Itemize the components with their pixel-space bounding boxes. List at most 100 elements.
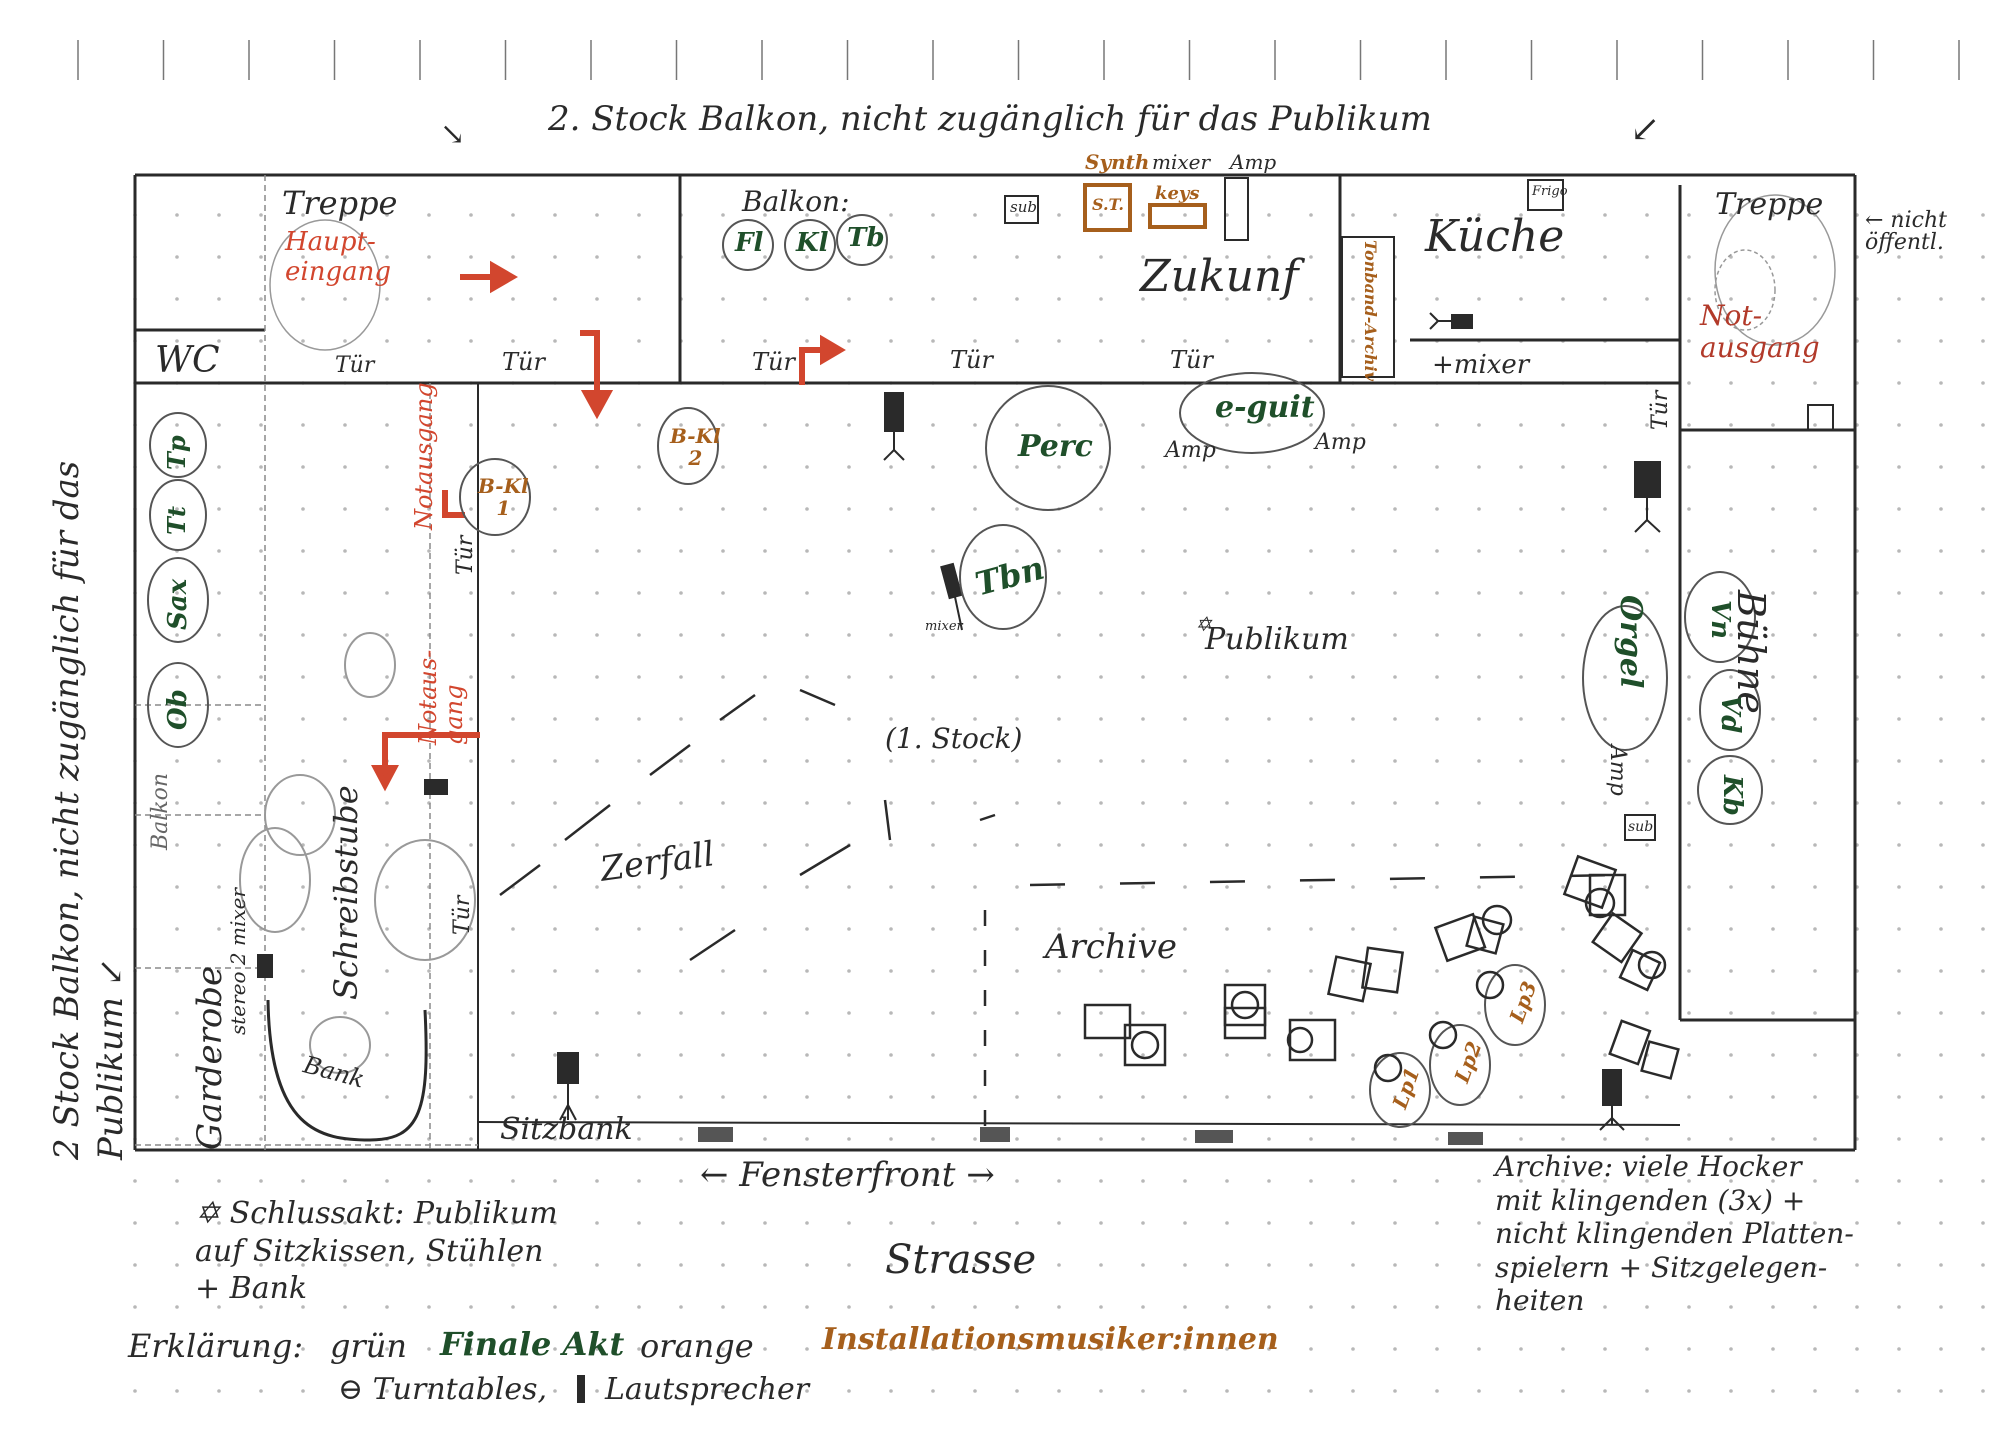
act-orgel: Orgel	[1613, 595, 1648, 689]
note-schlussakt: ✡ Schlussakt: Publikum auf Sitzkissen, S…	[195, 1196, 558, 1306]
label-notausgang-left-top: Notausgang	[410, 382, 438, 530]
archive-turntables	[1083, 854, 1680, 1083]
mixer-keys-box	[1148, 203, 1207, 229]
exit-arrow-balkon	[799, 347, 825, 385]
amp-right-label: Amp	[1315, 430, 1366, 455]
room-balkon-left: Balkon	[148, 772, 173, 850]
act-tb: Tb	[847, 223, 885, 253]
legend-orange-value: Installationsmusiker:innen	[822, 1322, 1279, 1357]
room-schreibstube: Schreibstube	[327, 785, 365, 1000]
frigo-label: Frigo	[1532, 184, 1568, 199]
act-eguit: e-guit	[1215, 390, 1315, 425]
label-first-floor: (1. Stock)	[885, 722, 1023, 755]
speaker-icon	[257, 954, 273, 978]
room-zukunft: Zukunf	[1140, 251, 1299, 302]
sub-box	[1004, 195, 1039, 224]
legend-speaker: Lautsprecher	[605, 1372, 810, 1407]
speaker-icon	[1599, 1069, 1625, 1131]
arrow-down-left-icon: ↙	[1630, 109, 1661, 150]
room-treppe-left: Treppe	[282, 184, 398, 222]
exit-arrow-left-top	[442, 490, 465, 518]
act-kl: Kl	[796, 228, 829, 258]
sitzbank-line	[477, 1121, 1681, 1126]
speaker-icon	[940, 562, 963, 631]
door-label[interactable]: Tür	[502, 348, 545, 376]
door-label[interactable]: Tür	[950, 346, 993, 374]
equipment-boxes	[1004, 177, 1834, 841]
mixer-tbn-label: mixer	[925, 619, 963, 634]
page-title: 2. Stock Balkon, nicht zugänglich für da…	[548, 99, 1432, 139]
turntable	[1223, 983, 1267, 1027]
exit-arrow-down	[580, 330, 600, 395]
label-notausgang-left-bottom: Notaus- gang	[414, 649, 469, 745]
label-tape-archive: Tonband-Archiv	[1361, 240, 1380, 381]
stair-circles	[269, 194, 1836, 351]
act-bkl-1: B-Kl 1	[478, 474, 529, 520]
turntable	[1123, 1023, 1167, 1067]
frigo-box	[1527, 179, 1564, 211]
label-stereo-mixer: stereo 2 mixer	[226, 887, 250, 1035]
synth-box-label: S.T.	[1092, 195, 1124, 214]
act-vn: Vn	[1705, 600, 1735, 640]
walls	[133, 173, 1857, 1152]
speaker-icon	[883, 392, 905, 461]
speaker-icon	[1634, 461, 1661, 533]
door-label[interactable]: Tür	[1648, 390, 1673, 430]
synth-rig	[1083, 183, 1207, 232]
amp-stage-label: Amp	[1605, 745, 1630, 796]
door-label[interactable]: Tür	[752, 348, 795, 376]
left-side-note: 2 Stock Balkon, nicht zugänglich für das…	[47, 460, 132, 1160]
act-kb: Kb	[1717, 775, 1747, 816]
stair-box	[1807, 404, 1834, 431]
stool	[1083, 1003, 1132, 1040]
note-archive: Archive: viele Hocker mit klingenden (3x…	[1495, 1150, 1854, 1318]
act-bkl-2: B-Kl 2	[670, 424, 721, 470]
door-label[interactable]: Tür	[450, 895, 475, 935]
sub-label: sub	[1010, 198, 1037, 216]
tape-archive-box	[1341, 236, 1395, 378]
act-circles	[147, 214, 1763, 1128]
zone-archive: Archive	[1045, 927, 1177, 967]
door-label[interactable]: Tür	[335, 353, 375, 378]
amp-left-label: Amp	[1165, 438, 1216, 463]
legend-turntables: ⊖ Turntables,	[338, 1372, 548, 1407]
sub-box-stage	[1624, 814, 1656, 841]
label-strasse: Strasse	[885, 1237, 1037, 1283]
room-treppe-right: Treppe	[1715, 187, 1824, 222]
door-label[interactable]: Tür	[1170, 346, 1213, 374]
act-ob: Ob	[163, 689, 193, 730]
bank-u-shape	[266, 999, 428, 1142]
top-ruler-marks	[77, 40, 1960, 80]
arrow-down-left-icon: ↘	[440, 117, 466, 152]
exit-arrow-left-bottom	[382, 732, 480, 770]
keys-label: keys	[1155, 183, 1200, 204]
star-icon: ✡	[1195, 612, 1212, 636]
label-fensterfront: ← Fensterfront →	[700, 1155, 995, 1195]
speaker-icon	[424, 779, 448, 795]
exit-arrows	[371, 260, 846, 792]
amp-label: Amp	[1230, 150, 1277, 174]
act-fl: Fl	[735, 228, 764, 258]
act-vd: Vd	[1715, 695, 1745, 734]
amp-box	[1224, 177, 1249, 241]
label-publikum: Publikum	[1205, 622, 1349, 657]
act-tt: Tt	[162, 506, 191, 535]
zone-dashes	[499, 688, 1621, 1150]
label-haupteingang: Haupt- eingang	[285, 227, 391, 287]
room-wc: WC	[155, 340, 220, 381]
speaker-icon	[1429, 312, 1473, 330]
room-kueche: Küche	[1425, 211, 1565, 262]
window-hatches	[698, 1127, 1483, 1145]
legend-label: Erklärung:	[128, 1327, 304, 1365]
synth-label: Synth	[1085, 150, 1150, 174]
legend-green-word: grün	[330, 1327, 407, 1365]
pencil-lines	[135, 175, 478, 1150]
door-label[interactable]: Tür	[453, 535, 478, 575]
label-sitzbank: Sitzbank	[500, 1112, 633, 1147]
speaker-icon	[577, 1375, 585, 1403]
act-perc: Perc	[1018, 429, 1093, 464]
legend-orange-word: orange	[640, 1327, 754, 1365]
act-tp: Tp	[162, 435, 191, 470]
